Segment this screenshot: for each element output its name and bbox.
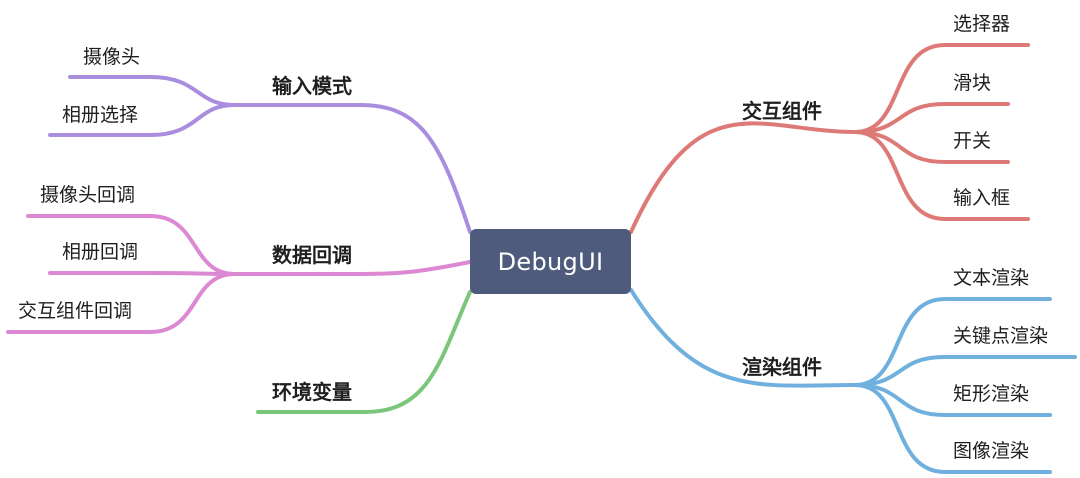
link-interactive-switch <box>853 130 1010 164</box>
link-input-camera <box>68 75 237 107</box>
link-callback-album <box>48 271 237 276</box>
leaf-selector: 选择器 <box>953 13 1011 35</box>
leaf-camera-callback: 摄像头回调 <box>40 184 136 206</box>
branch-render-label: 渲染组件 <box>742 355 822 379</box>
leaf-interactive-callback: 交互组件回调 <box>18 300 133 322</box>
link-interactive-selector <box>853 43 1030 134</box>
link-root-input <box>233 103 472 234</box>
leaf-camera: 摄像头 <box>83 46 141 68</box>
branch-input-label: 输入模式 <box>272 74 352 98</box>
leaf-input-box: 输入框 <box>953 187 1011 209</box>
link-root-env <box>256 290 472 414</box>
leaf-switch: 开关 <box>953 130 992 152</box>
link-callback-camera <box>26 214 237 276</box>
branch-env-label: 环境变量 <box>272 380 352 404</box>
link-root-interactive <box>629 121 857 234</box>
leaf-image-render: 图像渲染 <box>953 440 1030 462</box>
leaf-album-callback: 相册回调 <box>62 241 139 263</box>
link-root-callback <box>233 260 472 276</box>
leaf-slider: 滑块 <box>953 72 992 94</box>
root-node: DebugUI <box>470 229 631 294</box>
link-root-render <box>629 288 857 388</box>
branch-callback-label: 数据回调 <box>272 243 352 267</box>
link-input-album <box>48 103 237 137</box>
link-render-image <box>853 383 1052 474</box>
leaf-rect-render: 矩形渲染 <box>953 383 1030 405</box>
leaf-album: 相册选择 <box>62 104 139 126</box>
link-render-rect <box>853 383 1052 417</box>
link-interactive-slider <box>853 102 1010 134</box>
link-interactive-input <box>853 130 1030 221</box>
leaf-text-render: 文本渲染 <box>953 267 1030 289</box>
link-render-keypoint <box>853 355 1077 387</box>
branch-interactive-label: 交互组件 <box>742 99 822 123</box>
leaf-keypoint-render: 关键点渲染 <box>953 325 1049 347</box>
link-render-text <box>853 297 1052 387</box>
link-callback-interactive <box>6 272 237 334</box>
